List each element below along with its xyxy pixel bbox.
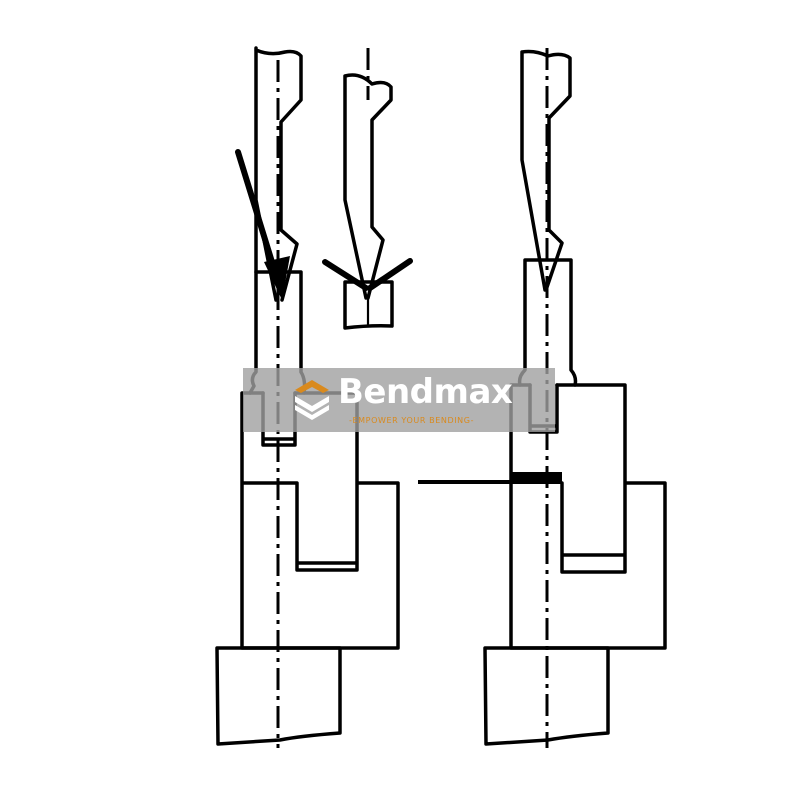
right-support-bar-thick	[510, 472, 562, 484]
middle-sheet-left	[322, 259, 369, 291]
middle-sheet-right	[367, 258, 413, 291]
bendmax-watermark: Bendmax -EMPOWER YOUR BENDING-	[243, 368, 555, 432]
left-bend-arrow	[235, 149, 275, 265]
left-base	[215, 646, 342, 746]
right-punch	[520, 49, 572, 292]
middle-detail	[322, 48, 413, 330]
chevron-stack-logo-icon	[295, 380, 329, 420]
middle-punch	[343, 73, 393, 300]
middle-die	[343, 280, 394, 330]
brand-name: Bendmax	[338, 372, 513, 412]
brand-tagline: -EMPOWER YOUR BENDING-	[349, 416, 475, 425]
